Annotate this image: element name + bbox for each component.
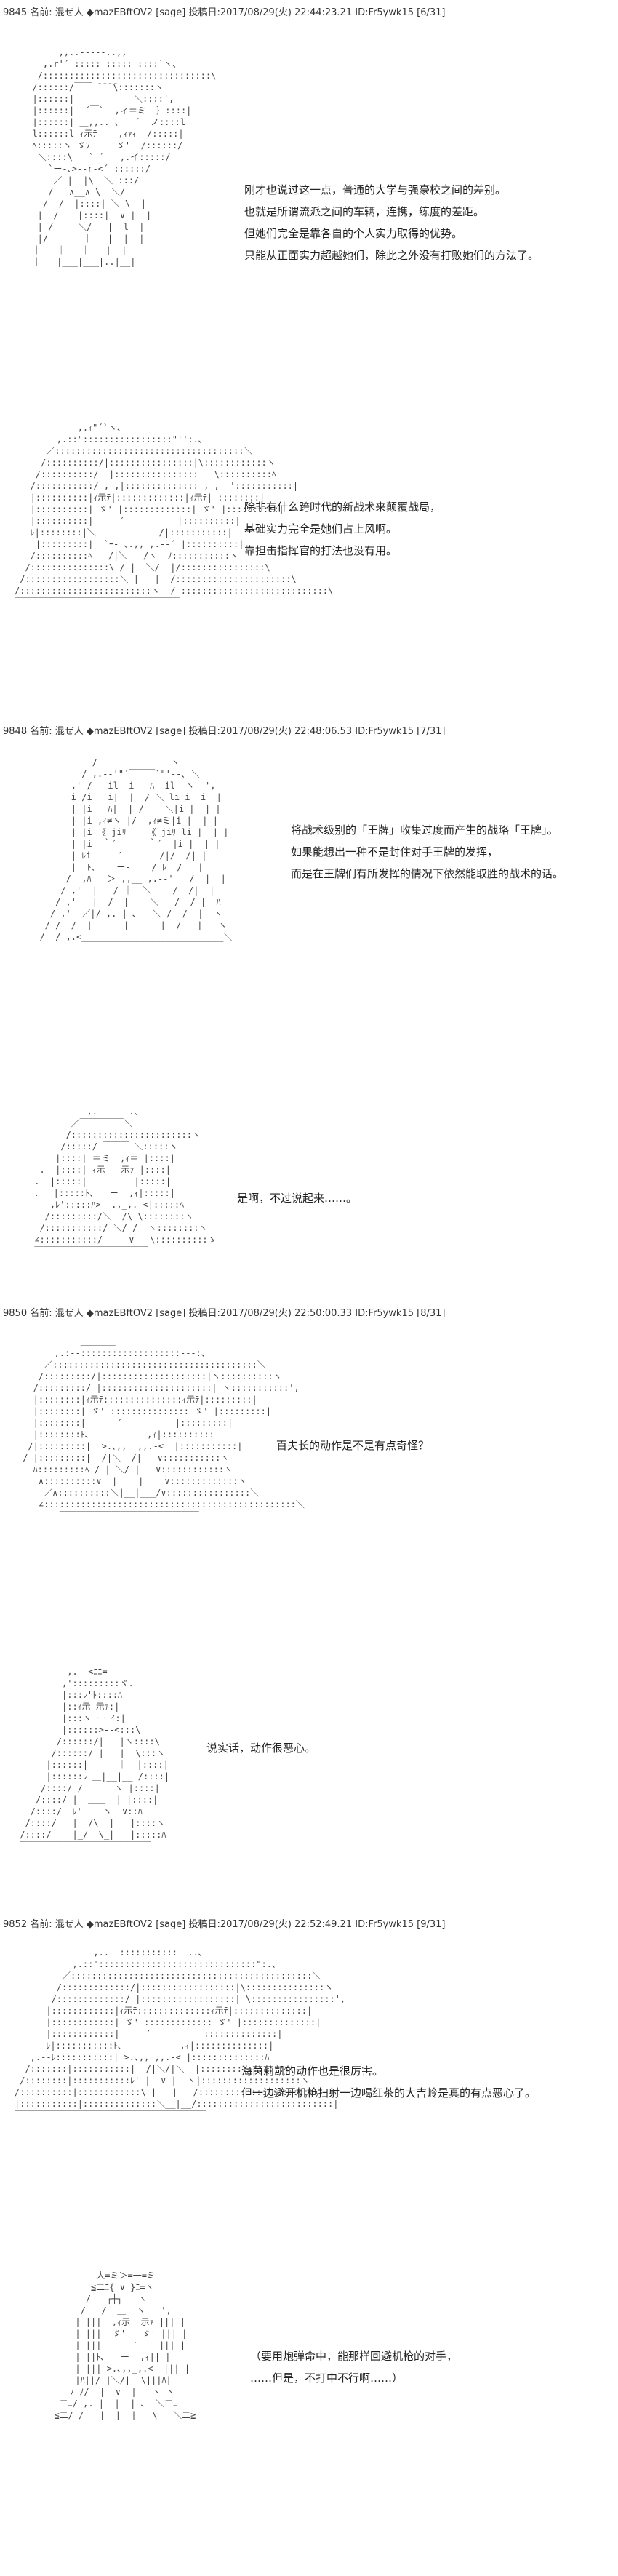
post-header: 9852 名前: 混ぜ人 ◆mazEBftOV2 [sage] 投稿日:2017…	[3, 1919, 446, 1930]
dialogue-line: 靠担击指挥官的打法也没有用。	[244, 544, 398, 557]
dialogue-line: 将战术级别的「王牌」收集过度而产生的战略「王牌」。	[291, 824, 558, 837]
dialogue-line: 百夫长的动作是不是有点奇怪？	[276, 1439, 430, 1452]
dialogue-line: 但她们完全是靠各自的个人实力取得的优势。	[244, 227, 463, 240]
ascii-art-illustration: ,.-‐ ―‐-.､ ／￣￣￣￣￣＼ /::::::::::::::::::::…	[34, 1106, 217, 1256]
dialogue-line: 也就是所谓流派之间的车辆，连携，练度的差距。	[244, 205, 485, 218]
dialogue-box: 刚才也说过这一点，普通的大学与强豪校之间的差别。 也就是所谓流派之间的车辆，连携…	[244, 179, 539, 266]
dialogue-box: （要用炮弹命中，能那样回避机枪的对手， ……但是，不打中不行啊……）	[250, 2345, 457, 2389]
dialogue-box: 百夫长的动作是不是有点奇怪？	[276, 1435, 429, 1456]
dialogue-line: 海茵莉凯的动作也是很厉害。	[241, 2065, 384, 2078]
dialogue-box: 说实话，动作很恶心。	[206, 1737, 316, 1759]
ascii-art-illustration: __,,..-‐‐‐-..,,__ ,.r'´ ::::: ::::: ::::…	[32, 47, 217, 267]
dialogue-box: 除非有什么跨时代的新战术来颠覆战局， 基础实力完全是她们占上风啊。 靠担击指挥官…	[244, 496, 441, 562]
post-header: 9850 名前: 混ぜ人 ◆mazEBftOV2 [sage] 投稿日:2017…	[3, 1308, 446, 1319]
dialogue-box: 海茵莉凯的动作也是很厉害。 但一边避开机枪扫射一边喝红茶的大吉岭是真的有点恶心了…	[241, 2060, 536, 2104]
dialogue-box: 是啊，不过说起来……。	[237, 1187, 357, 1209]
dialogue-line: 基础实力完全是她们占上风啊。	[244, 522, 398, 535]
dialogue-line: 刚才也说过这一点，普通的大学与强豪校之间的差别。	[244, 183, 507, 196]
dialogue-line: 而是在王牌们有所发挥的情况下依然能取胜的战术的话。	[291, 867, 564, 880]
dialogue-line: 除非有什么跨时代的新战术来颠覆战局，	[244, 501, 441, 514]
dialogue-line: 但一边避开机枪扫射一边喝红茶的大吉岭是真的有点恶心了。	[241, 2086, 537, 2100]
ascii-art-illustration: 人=ミ＞=一=ミ ≦二ﾆ{ ∨ }ﾆ=ヽ / ┌┼┐ ヽ / / ＿ ヽ ', …	[54, 2270, 196, 2420]
dialogue-line: 说实话，动作很恶心。	[206, 1742, 316, 1755]
dialogue-line: 只能从正面实力超越她们，除此之外没有打败她们的方法了。	[244, 249, 539, 262]
post-header: 9845 名前: 混ぜ人 ◆mazEBftOV2 [sage] 投稿日:2017…	[3, 7, 446, 18]
post-header: 9848 名前: 混ぜ人 ◆mazEBftOV2 [sage] 投稿日:2017…	[3, 726, 446, 737]
dialogue-line: ……但是，不打中不行啊……）	[250, 2372, 404, 2385]
dialogue-line: （要用炮弹命中，能那样回避机枪的对手，	[250, 2350, 458, 2363]
dialogue-line: 如果能想出一种不是封住对手王牌的发挥，	[291, 845, 499, 858]
ascii-art-illustration: ,.-‐<ﾆﾆ= ,':::::::::ヾ. |:::ﾚ'ﾄ::::ﾊ |::ｨ…	[20, 1667, 170, 1851]
ascii-art-illustration: ,..-‐:::::::::::‐-..､ ,.::":::::::::::::…	[15, 1947, 346, 2121]
ascii-art-illustration: / ヽ / ,.-‐'"´￣￣￣`"'‐-､ ＼ ,' / il i ﾊ il …	[39, 757, 233, 942]
ascii-art-illustration: ,.ｨ"´`ヽ、 ,.::":::::::::::::::::"'':.､ ／:…	[15, 423, 334, 607]
dialogue-box: 将战术级别的「王牌」收集过度而产生的战略「王牌」。 如果能想出一种不是封住对手王…	[291, 819, 563, 885]
ascii-art-illustration: ＿＿＿＿ ,.:-‐:::::::::::::::::::-‐-:､ ／::::…	[23, 1336, 305, 1521]
dialogue-line: 是啊，不过说起来……。	[237, 1192, 358, 1205]
